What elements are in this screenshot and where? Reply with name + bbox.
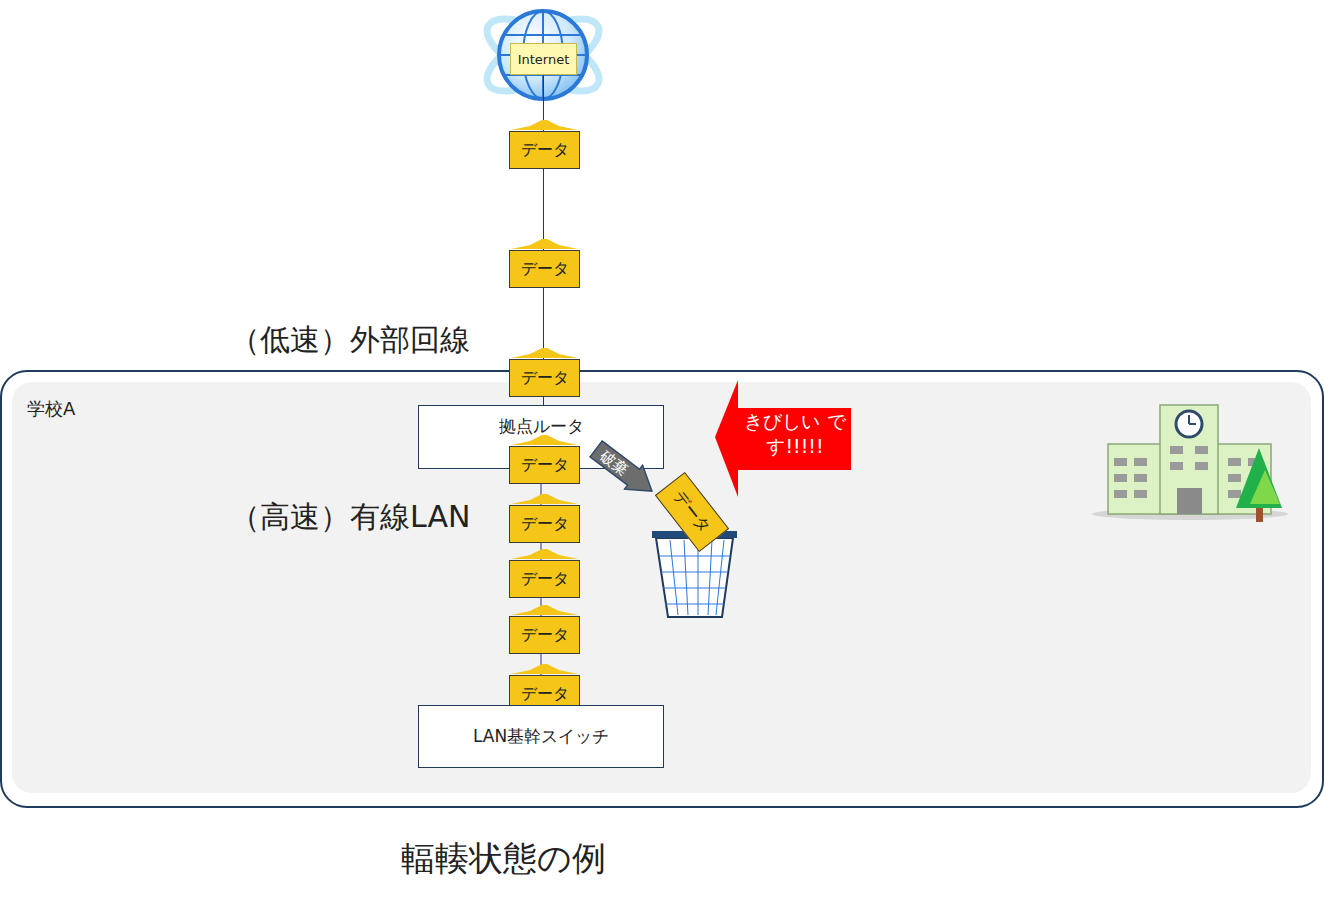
node-text: データ (669, 487, 715, 538)
school-region-box: 学校Aデータ拠点ルータデータ破棄きびしい です!!!!!データデータデータデータ… (0, 370, 1325, 808)
discard-arrow-outline (587, 437, 661, 503)
upward-arrowhead-shape (511, 605, 578, 615)
node-text: 学校A (27, 397, 75, 421)
data-packet-box: データ (509, 250, 580, 288)
discarded-packet-box: データ (655, 472, 729, 552)
node-text: データ (521, 514, 569, 535)
switch-box: LAN基幹スイッチ (418, 705, 664, 768)
region-label: （高速）有線LAN (230, 497, 470, 538)
upward-arrowhead-shape (511, 348, 578, 358)
node-text: データ (521, 684, 569, 705)
school-region (1, 371, 1323, 807)
upward-arrowhead (509, 604, 580, 616)
upward-arrowhead (509, 663, 580, 675)
upward-arrowhead (509, 434, 580, 446)
node-text: データ (521, 625, 569, 646)
data-packet-box: データ (509, 616, 580, 654)
internet-label-box: Internet (510, 43, 577, 75)
upward-arrowhead (509, 548, 580, 560)
node-text: 拠点ルータ (499, 415, 584, 438)
node-text: データ (521, 368, 569, 389)
upward-arrowhead (509, 119, 580, 131)
callout-arrow: きびしい です!!!!! (715, 380, 851, 497)
upward-arrowhead (509, 347, 580, 359)
node-text: きびしい です!!!!! (740, 409, 850, 458)
data-packet-box: データ (509, 359, 580, 397)
upward-arrowhead-shape (511, 120, 578, 130)
diagram-caption: 輻輳状態の例 (401, 836, 606, 882)
node-text: データ (521, 455, 569, 476)
upward-arrowhead (509, 238, 580, 250)
node-text: データ (521, 140, 569, 161)
data-packet-box: データ (509, 560, 580, 598)
node-text: データ (521, 569, 569, 590)
upward-arrowhead-shape (511, 549, 578, 559)
upward-arrowhead-shape (511, 494, 578, 504)
node-text: Internet (518, 52, 570, 67)
data-packet-box: データ (509, 131, 580, 169)
region-label: （低速）外部回線 (230, 320, 470, 361)
upward-arrowhead-shape (511, 664, 578, 674)
data-packet-box: データ (509, 446, 580, 484)
node-text: データ (521, 259, 569, 280)
node-text: LAN基幹スイッチ (473, 725, 609, 748)
upward-arrowhead (509, 493, 580, 505)
data-packet-box: データ (509, 505, 580, 543)
upward-arrowhead-shape (511, 239, 578, 249)
school-building (1092, 405, 1288, 522)
callout-arrow-outline (715, 380, 851, 497)
upward-arrowhead-shape (511, 435, 578, 445)
